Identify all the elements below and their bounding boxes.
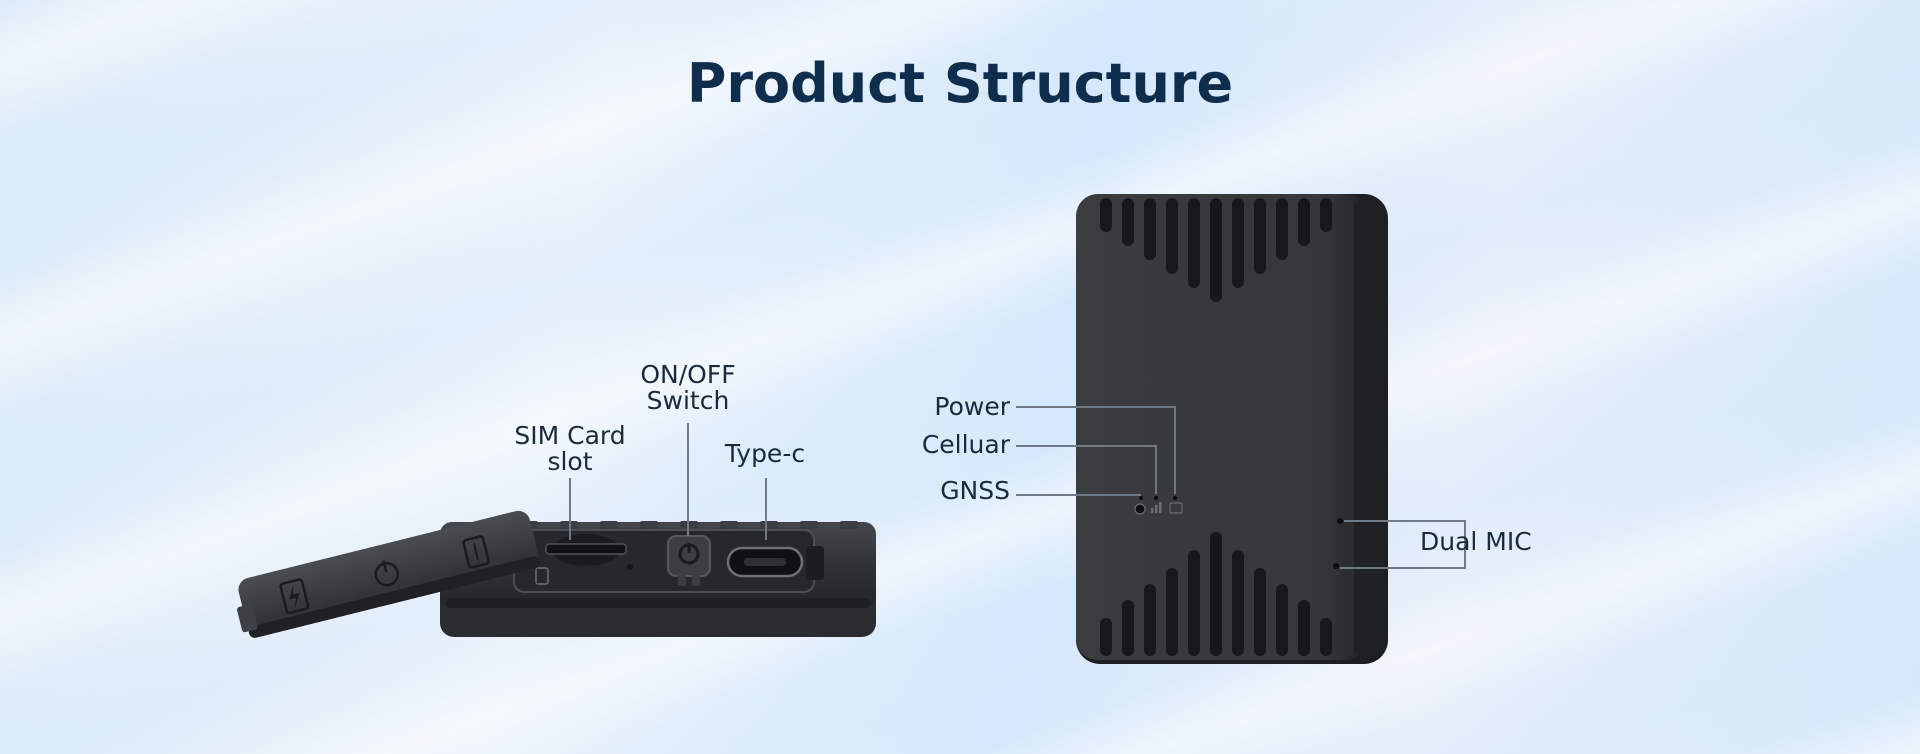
gnss-satellite-icon — [1134, 503, 1146, 515]
cellular-label: Celluar — [921, 430, 1010, 459]
mic-hole-icon — [1337, 518, 1343, 524]
front-device-icon — [1076, 194, 1388, 664]
dual-mic-label: Dual MIC — [1420, 527, 1532, 556]
cellular-signal-icon — [1151, 502, 1162, 513]
switch-label-line2: Switch — [646, 386, 730, 415]
sim-card-slot-label: SIM Card slot — [500, 423, 640, 475]
type-c-label: Type-c — [724, 439, 806, 468]
switch-label-line1: ON/OFF — [640, 360, 736, 389]
battery-icon — [1169, 502, 1183, 514]
sim-card-icon — [535, 567, 549, 585]
mic-hole-icon — [1333, 563, 1339, 569]
on-off-switch-label: ON/OFF Switch — [618, 362, 758, 414]
page-title: Product Structure — [686, 52, 1234, 115]
sim-card-icon — [462, 535, 490, 569]
sim-card-label-line2: slot — [547, 447, 593, 476]
side-device-icon — [237, 510, 876, 638]
power-label: Power — [934, 392, 1010, 421]
gnss-label: GNSS — [940, 476, 1010, 505]
lightning-icon — [279, 578, 310, 615]
power-icon — [374, 560, 400, 587]
device-cover-icon — [237, 510, 541, 638]
sim-card-label-line1: SIM Card — [514, 421, 626, 450]
